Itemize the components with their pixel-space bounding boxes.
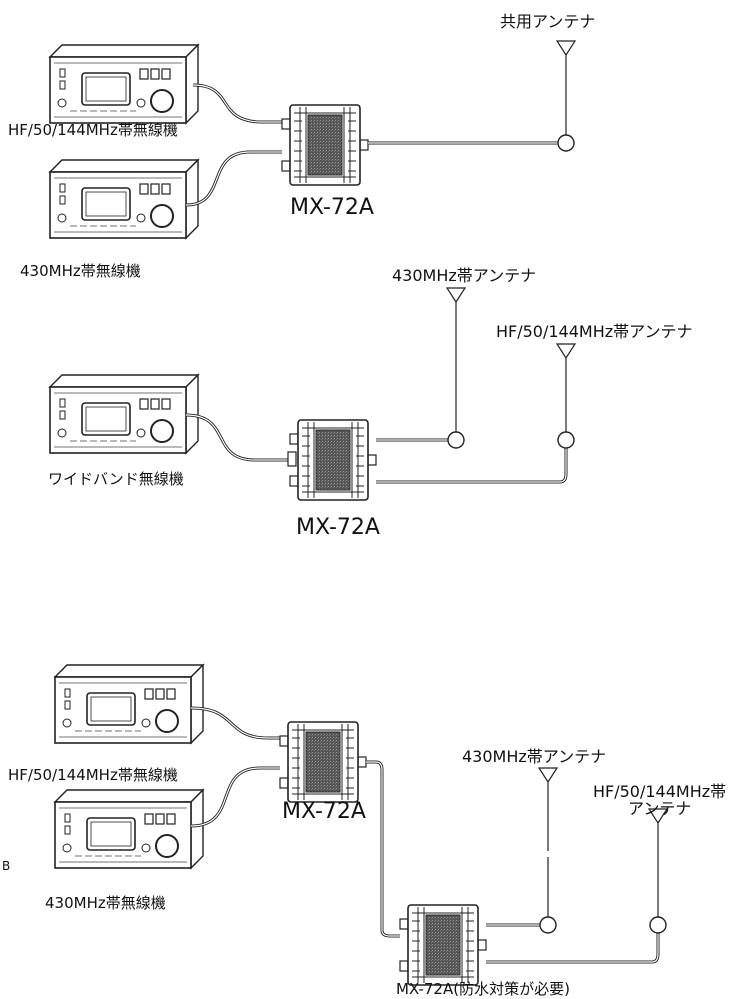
antenna-hf-label-line1: HF/50/144MHz帯 [593, 782, 726, 801]
duplexer-icon [281, 104, 369, 186]
radio-icon [49, 159, 199, 239]
radio-430-label: 430MHz帯無線機 [20, 262, 141, 280]
antenna-hf-label: HF/50/144MHz帯アンテナ [496, 322, 693, 341]
antenna-430-label: 430MHz帯アンテナ [392, 266, 536, 285]
margin-mark: B [2, 859, 10, 873]
radio-icon [54, 789, 204, 869]
radio-hf-label: HF/50/144MHz帯無線機 [8, 766, 178, 784]
duplexer-label: MX-72A [296, 515, 380, 540]
antenna-base-icon [557, 134, 575, 152]
duplexer-label: MX-72A [290, 195, 374, 220]
shared-antenna-label: 共用アンテナ [500, 12, 595, 31]
diagram-shared-antenna: 共用アンテナ HF/50/144MHz帯無線機 430MHz帯無線機 MX-72… [8, 12, 595, 280]
antenna-base-icon [447, 431, 465, 449]
antenna-base-icon [539, 916, 557, 934]
antenna-icon [446, 287, 466, 303]
duplexer-icon [399, 904, 487, 986]
radio-icon [49, 374, 199, 454]
antenna-icon [556, 40, 576, 56]
radio-icon [54, 664, 204, 744]
duplexer1-label: MX-72A [282, 799, 366, 824]
radio-hf-label: HF/50/144MHz帯無線機 [8, 121, 178, 139]
antenna-icon [556, 343, 576, 359]
duplexer-icon [279, 721, 367, 803]
diagram-wideband: 430MHz帯アンテナ HF/50/144MHz帯アンテナ ワイドバンド無線機 … [48, 266, 693, 540]
antenna-430-label: 430MHz帯アンテナ [462, 747, 606, 766]
antenna-icon [538, 767, 558, 783]
antenna-base-icon [649, 916, 667, 934]
diagram-cascaded: HF/50/144MHz帯無線機 430MHz帯無線機 MX-72A 430MH… [2, 664, 726, 998]
antenna-base-icon [557, 431, 575, 449]
wideband-radio-label: ワイドバンド無線機 [48, 470, 184, 488]
duplexer-icon [289, 419, 377, 501]
radio-icon [49, 44, 199, 124]
antenna-hf-label-line2: アンテナ [628, 799, 691, 818]
radio-430-label: 430MHz帯無線機 [45, 894, 166, 912]
duplexer2-label: MX-72A(防水対策が必要) [396, 980, 570, 998]
